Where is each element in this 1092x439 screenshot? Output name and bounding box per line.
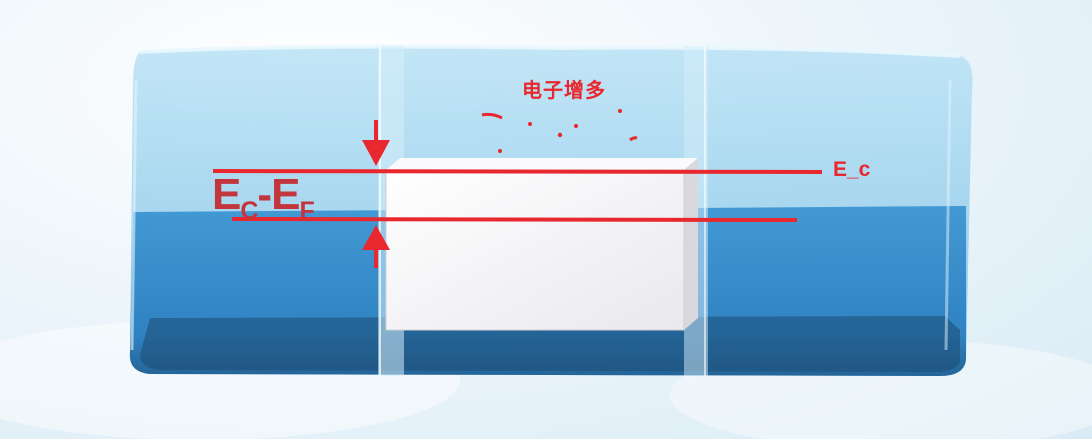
energy-gap-dash: -	[257, 170, 272, 219]
conduction-band-label: E_c	[833, 158, 871, 181]
electron-increase-label: 电子增多	[522, 80, 606, 102]
electron-dots	[481, 109, 638, 153]
conduction-band-line	[212, 169, 823, 174]
white-block	[385, 158, 698, 331]
energy-gap-e2: E	[271, 170, 300, 219]
energy-gap-sub-c: C	[240, 197, 258, 225]
energy-gap-sub-f: F	[299, 197, 314, 225]
energy-gap-e1: E	[212, 170, 241, 219]
arrow-up-icon	[362, 225, 390, 268]
arrow-down-icon	[362, 120, 390, 166]
energy-gap-label: EC-EF	[212, 170, 315, 226]
fermi-level-line	[231, 217, 798, 222]
